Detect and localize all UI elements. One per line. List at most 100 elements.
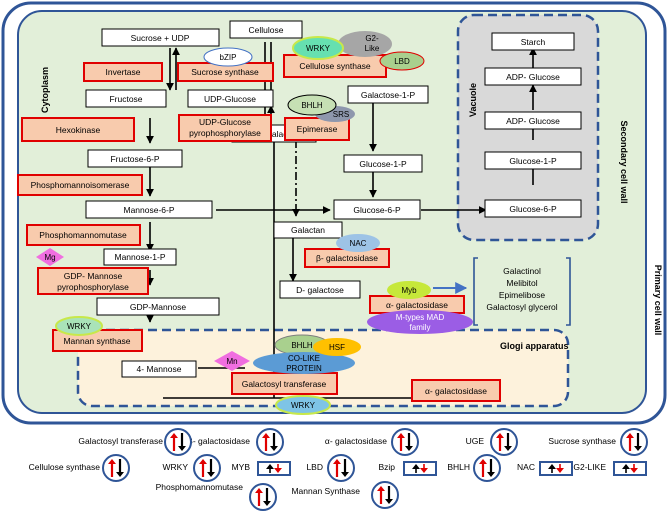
up-arrow-icon xyxy=(170,433,178,451)
down-arrow-icon xyxy=(634,433,642,451)
enzyme-epimerase: Epimerase xyxy=(297,124,338,134)
metabolite-adp-glucose-upper: ADP- Glucose xyxy=(506,72,560,82)
regulator-wrky-top: WRKY xyxy=(306,44,331,53)
up-arrow-icon xyxy=(333,459,341,477)
regulation-circle-icon xyxy=(249,483,277,511)
metabolite-4-mannose: 4- Mannose xyxy=(137,364,182,374)
products: Galactinol Melibitol Epimelibose Galacto… xyxy=(486,266,557,312)
legend-sucrose-synthase: Sucrose synthase xyxy=(548,436,616,446)
metabolite-gdp-mannose: GDP-Mannose xyxy=(130,302,186,312)
metabolite-udp-glucose: UDP-Glucose xyxy=(204,94,256,104)
regulator-colike-line2: PROTEIN xyxy=(286,364,322,373)
down-arrow-icon xyxy=(630,464,638,473)
regulation-box-icon xyxy=(257,461,291,476)
metabolite-galactose-1p: Galactose-1-P xyxy=(361,90,416,100)
regulator-bhlh-golgi: BHLH xyxy=(291,341,313,350)
regulation-circle-icon xyxy=(391,428,419,456)
legend-mannan-synthase: Mannan Synthase xyxy=(291,486,360,496)
regulation-box-icon xyxy=(403,461,437,476)
enzyme-galactosyl-transferase: Galactosyl transferase xyxy=(242,379,327,389)
down-arrow-icon xyxy=(116,459,124,477)
down-arrow-icon xyxy=(341,459,349,477)
metabolite-sucrose-udp: Sucrose + UDP xyxy=(131,33,190,43)
regulator-mads-line2: family xyxy=(410,323,431,332)
golgi-label: Glogi apparatus xyxy=(500,341,569,351)
products-bracket xyxy=(473,257,571,326)
up-arrow-icon xyxy=(262,433,270,451)
metabolite-adp-glucose-lower: ADP- Glucose xyxy=(506,116,560,126)
regulator-wrky-left: WRKY xyxy=(67,322,92,331)
regulator-colike-line1: CO-LIKE xyxy=(288,354,320,363)
metabolite-mannose-1p: Mannose-1-P xyxy=(114,252,165,262)
secondary-wall-label: Secondary cell wall xyxy=(619,120,629,203)
metabolite-fructose: Fructose xyxy=(109,94,142,104)
enzyme-mannan-synthase: Mannan synthase xyxy=(63,336,130,346)
regulator-mn: Mn xyxy=(226,357,237,366)
metabolite-cellulose: Cellulose xyxy=(249,25,284,35)
metabolite-glucose-1p: Glucose-1-P xyxy=(359,159,407,169)
regulation-circle-icon xyxy=(164,428,192,456)
up-arrow-icon xyxy=(377,486,385,504)
enzyme-gdp-mannose-ppase-line1: GDP- Mannose xyxy=(64,271,123,281)
legend: Galactosyl transferase B- galactosidase … xyxy=(29,436,617,496)
regulator-bhlh-top: BHLH xyxy=(301,101,323,110)
regulation-circle-icon xyxy=(490,428,518,456)
legend-myb: MYB xyxy=(232,462,251,472)
metabolite-galactan: Galactan xyxy=(291,225,325,235)
cytoplasm-label: Cytoplasm xyxy=(40,67,50,113)
down-arrow-icon xyxy=(405,433,413,451)
enzyme-invertase: Invertase xyxy=(106,67,141,77)
enzyme-b-galactosidase: β- galactosidase xyxy=(316,253,378,263)
regulator-g2-like-line2: Like xyxy=(365,44,380,53)
regulator-mads-line1: M-types MAD xyxy=(396,313,445,322)
metabolite-d-galactose: D- galactose xyxy=(296,285,344,295)
regulator-srs: SRS xyxy=(333,110,349,119)
product-galactosyl-glycerol: Galactosyl glycerol xyxy=(486,302,557,312)
regulation-circle-icon xyxy=(473,454,501,482)
legend-bzip: Bzip xyxy=(378,462,395,472)
enzyme-udp-glucose-ppase-line2: pyrophosphorylase xyxy=(189,128,261,138)
regulator-wrky-bottom: WRKY xyxy=(291,401,316,410)
down-arrow-icon xyxy=(504,433,512,451)
down-arrow-icon xyxy=(274,464,282,473)
enzyme-hexokinase: Hexokinase xyxy=(56,125,101,135)
legend-b-galactosidase: B- galactosidase xyxy=(187,436,250,446)
regulation-box-icon xyxy=(539,461,573,476)
up-arrow-icon xyxy=(626,433,634,451)
enzyme-a-galactosidase-golgi: α- galactosidase xyxy=(425,386,487,396)
legend-galactosyl-transferase: Galactosyl transferase xyxy=(78,436,163,446)
enzyme-sucrose-synthase: Sucrose synthase xyxy=(191,67,259,77)
up-arrow-icon xyxy=(622,464,630,473)
regulation-circle-icon xyxy=(620,428,648,456)
metabolite-udp-galactose: UDP-Galactose xyxy=(244,129,303,139)
regulator-hsf: HSF xyxy=(329,343,345,352)
legend-lbd: LBD xyxy=(306,462,323,472)
regulation-circle-icon xyxy=(371,481,399,509)
product-melibitol: Melibitol xyxy=(506,278,537,288)
legend-nac: NAC xyxy=(517,462,535,472)
metabolite-starch: Starch xyxy=(521,37,546,47)
regulation-circle-icon xyxy=(256,428,284,456)
metabolite-vacuole-glucose-6p: Glucose-6-P xyxy=(509,204,557,214)
up-arrow-icon xyxy=(548,464,556,473)
regulation-circle-icon xyxy=(327,454,355,482)
down-arrow-icon xyxy=(487,459,495,477)
legend-regulation-icons xyxy=(102,428,648,511)
regulator-g2-like-line1: G2- xyxy=(365,34,379,43)
legend-bhlh: BHLH xyxy=(447,462,470,472)
regulation-circle-icon xyxy=(193,454,221,482)
up-arrow-icon xyxy=(496,433,504,451)
product-epimelibose: Epimelibose xyxy=(499,290,546,300)
down-arrow-icon xyxy=(420,464,428,473)
regulation-box-icon xyxy=(613,461,647,476)
enzyme-udp-glucose-ppase-line1: UDP-Glucose xyxy=(199,117,251,127)
up-arrow-icon xyxy=(266,464,274,473)
down-arrow-icon xyxy=(556,464,564,473)
legend-wrky: WRKY xyxy=(163,462,189,472)
metabolite-vacuole-glucose-1p: Glucose-1-P xyxy=(509,156,557,166)
metabolites: Sucrose + UDP Cellulose Fructose UDP-Glu… xyxy=(85,20,582,378)
regulator-nac: NAC xyxy=(350,239,367,248)
legend-uge: UGE xyxy=(466,436,485,446)
regulator-bzip: bZIP xyxy=(220,53,237,62)
